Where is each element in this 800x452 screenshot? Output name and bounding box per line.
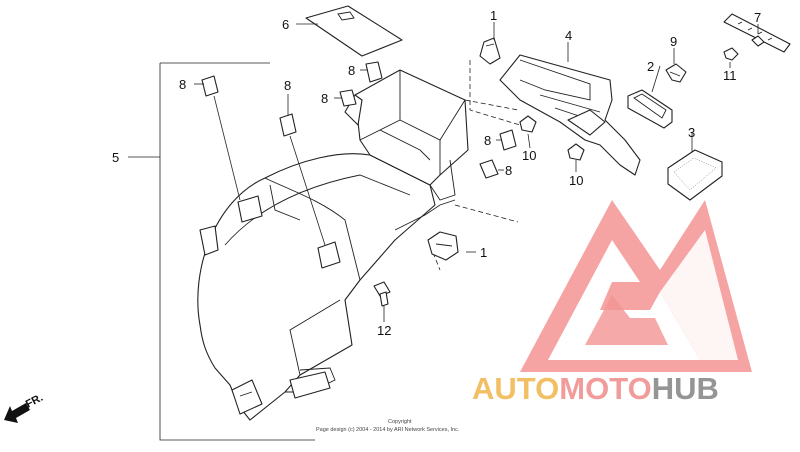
- watermark-auto: AUTO: [472, 371, 559, 406]
- callout-7: 7: [754, 10, 761, 25]
- copyright-line-2: Page design (c) 2004 - 2014 by ARI Netwo…: [316, 427, 460, 433]
- callout-8-a: 8: [179, 77, 186, 92]
- part-12-bolt: [373, 281, 391, 307]
- part-3-lens: [667, 149, 723, 201]
- part-10-nut-b: [567, 143, 585, 161]
- callout-3: 3: [688, 125, 695, 140]
- front-direction-label: FR.: [24, 392, 45, 411]
- callout-2: 2: [647, 59, 654, 74]
- callout-5: 5: [112, 150, 119, 165]
- rear-fender: [197, 69, 469, 421]
- part-9-bulb: [665, 63, 687, 83]
- part-6-pad: [305, 5, 403, 57]
- part-10-nut-a: [519, 115, 537, 133]
- callout-10-b: 10: [569, 173, 583, 188]
- callout-4: 4: [565, 28, 572, 43]
- callout-8-f: 8: [505, 163, 512, 178]
- copyright-line-1: Copyright: [388, 419, 412, 425]
- part-11-nut: [723, 47, 739, 61]
- watermark-hub: HUB: [652, 371, 719, 406]
- part-2-lens-housing: [627, 89, 673, 129]
- assembly-bracket: [128, 62, 315, 441]
- callout-8-e: 8: [484, 133, 491, 148]
- callout-8-b: 8: [284, 78, 291, 93]
- part-8-clip-6: [479, 159, 499, 179]
- leader-lines: [194, 22, 759, 322]
- callout-9: 9: [670, 34, 677, 49]
- part-1-clip-top: [479, 37, 501, 65]
- callout-1-lower: 1: [480, 245, 487, 260]
- callout-8-c: 8: [348, 63, 355, 78]
- part-8-clip-3: [365, 61, 383, 83]
- watermark-text: AUTOMOTOHUB: [472, 371, 719, 406]
- callout-8-d: 8: [321, 91, 328, 106]
- callout-10-a: 10: [522, 148, 536, 163]
- watermark-logo: [520, 200, 752, 372]
- callout-11: 11: [723, 68, 737, 83]
- part-8-clip-4: [339, 89, 357, 107]
- part-4-license-bracket: [499, 54, 641, 176]
- part-8-clip-5: [499, 129, 517, 151]
- watermark-moto: MOTO: [559, 371, 651, 406]
- front-direction-arrow: FR.: [4, 392, 45, 423]
- callout-6: 6: [282, 17, 289, 32]
- callout-12: 12: [377, 323, 391, 338]
- callout-1-top: 1: [490, 8, 497, 23]
- part-8-clip-2: [279, 113, 297, 137]
- part-1-clip-lower: [427, 231, 459, 261]
- part-7-harness: [723, 13, 791, 53]
- part-8-clip-1: [201, 75, 219, 97]
